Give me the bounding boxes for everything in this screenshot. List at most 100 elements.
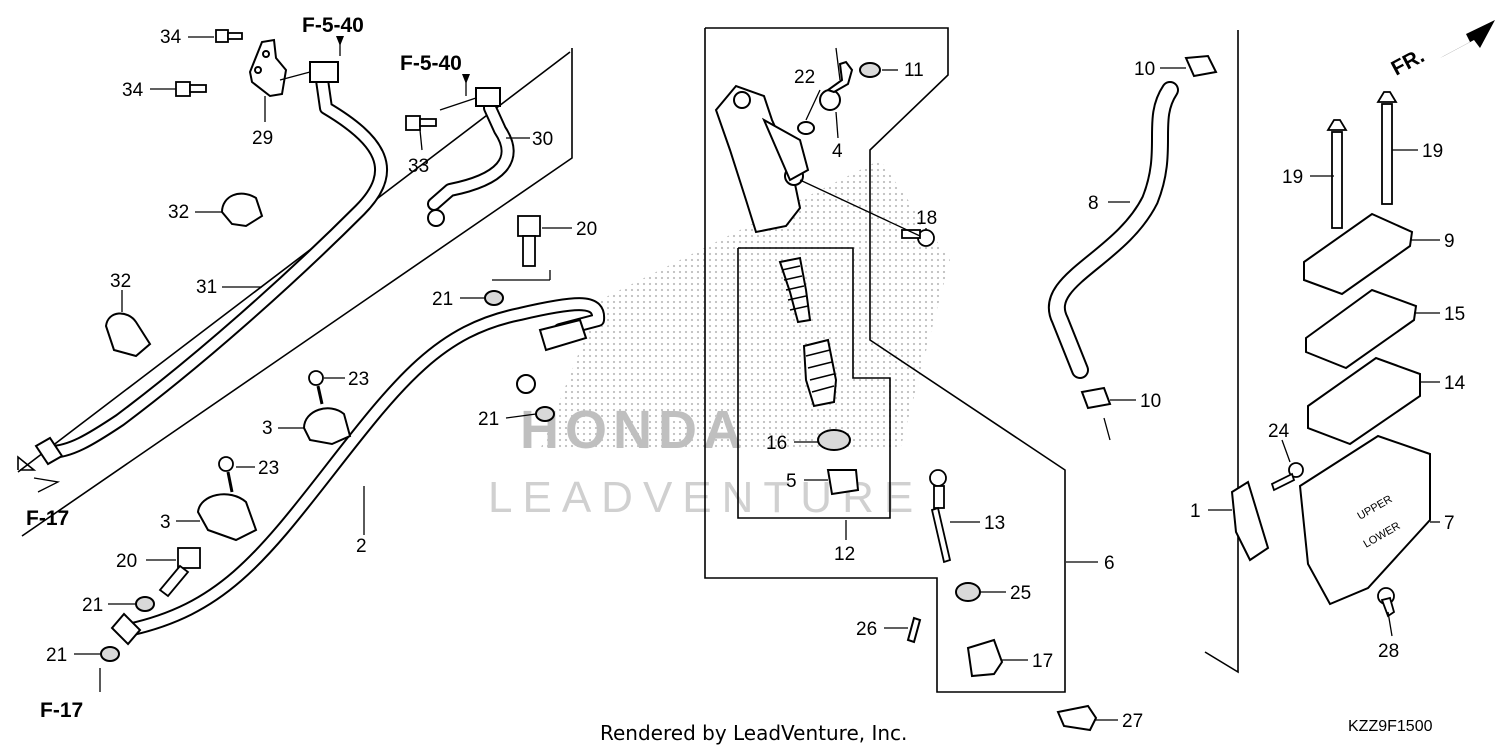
cross-references: F-5-40 F-5-40 F-17 F-17: [26, 14, 470, 722]
callout-31: 31: [196, 277, 217, 298]
section-divider-upper: [17, 455, 37, 471]
watermark: HONDA LEADVENTURE: [488, 160, 950, 522]
callout-1: 1: [1190, 501, 1201, 522]
group-frame-6: [704, 27, 1066, 693]
group-frame-12: [737, 247, 891, 519]
part-9-cover: [1303, 212, 1414, 296]
callout-12: 12: [834, 544, 855, 565]
part-8-reservoir-hose: [1048, 81, 1179, 379]
callout-14: 14: [1444, 373, 1466, 394]
part-2-brake-hose: [110, 297, 606, 646]
callout-9: 9: [1444, 231, 1455, 252]
callout-21-upper: 21: [432, 289, 453, 310]
ref-f-5-40-upper: F-5-40: [302, 14, 364, 37]
part-21-washer-4: [100, 646, 120, 662]
callout-27: 27: [1122, 711, 1143, 732]
callout-34-upper: 34: [160, 27, 182, 48]
callout-24: 24: [1268, 421, 1290, 442]
part-16-seal: [817, 429, 851, 451]
watermark-brand: HONDA: [520, 400, 748, 460]
part-10-clip-lower: [1080, 386, 1112, 410]
callout-5: 5: [786, 471, 797, 492]
part-30-brake-hose-short: [427, 87, 515, 227]
part-20-banjo-bolt-upper: [517, 215, 541, 267]
callout-32-lower: 32: [110, 271, 131, 292]
leader-lines: [33, 36, 1440, 721]
part-26-pin: [906, 616, 922, 644]
callout-3-lower: 3: [160, 512, 171, 533]
part-21-washer-3: [135, 596, 155, 612]
part-31-brake-hose: [34, 61, 388, 466]
ref-f-17-lower: F-17: [40, 699, 83, 722]
part-15-plate: [1305, 288, 1418, 370]
part-5-boot: [826, 469, 860, 496]
part-11-seal: [859, 62, 881, 78]
front-direction-indicator: FR.: [1388, 20, 1495, 80]
part-12-piston-spring: [778, 256, 812, 324]
part-1-cap: [1230, 480, 1270, 562]
part-34-bolt-upper: [215, 29, 243, 43]
callout-6: 6: [1104, 553, 1115, 574]
part-34-bolt-lower: [175, 81, 207, 97]
part-13-push-rod: [929, 469, 952, 564]
part-4-fitting: [819, 60, 854, 111]
callout-4: 4: [832, 141, 843, 162]
callout-19-right: 19: [1422, 141, 1443, 162]
part-32-clip-upper: [220, 192, 264, 228]
part-10-clip-upper: [1184, 54, 1218, 78]
callout-22: 22: [794, 67, 815, 88]
callout-2: 2: [356, 536, 367, 557]
callout-20-upper: 20: [576, 219, 597, 240]
part-21-washer-1: [484, 290, 504, 306]
part-14-diaphragm: [1307, 356, 1421, 446]
callout-20-lower: 20: [116, 551, 137, 572]
callout-8: 8: [1088, 193, 1099, 214]
callout-28: 28: [1378, 641, 1399, 662]
part-7-reservoir: [1298, 434, 1431, 606]
callout-21-bottom: 21: [46, 645, 67, 666]
callout-10-upper: 10: [1134, 59, 1155, 80]
ref-f-17-upper: F-17: [26, 507, 69, 530]
part-12-piston: [802, 338, 838, 408]
callout-25: 25: [1010, 583, 1031, 604]
callout-17: 17: [1032, 651, 1053, 672]
callout-34-lower: 34: [122, 80, 144, 101]
callout-16: 16: [766, 433, 787, 454]
part-33-bolt: [405, 115, 437, 131]
front-arrow-icon: [1440, 20, 1495, 58]
part-24-screw: [1270, 462, 1304, 492]
part-32-clip-lower: [104, 312, 152, 358]
ref-f-5-40-middle: F-5-40: [400, 52, 462, 75]
front-direction-label: FR.: [1388, 44, 1429, 80]
callout-26: 26: [856, 619, 877, 640]
group-frame-reservoir: [1204, 30, 1239, 674]
callout-30: 30: [532, 129, 553, 150]
callout-33: 33: [408, 156, 429, 177]
part-28-bolt: [1377, 587, 1396, 618]
callout-10-lower: 10: [1140, 391, 1161, 412]
part-29-bracket: [248, 38, 288, 98]
part-27-pin: [1056, 704, 1098, 732]
rendered-by-footer: Rendered by LeadVenture, Inc.: [600, 721, 907, 745]
section-divider-line-1: [17, 51, 571, 473]
callout-29: 29: [252, 128, 273, 149]
section-divider-line-2: [21, 48, 573, 537]
part-6-master-cylinder: [714, 84, 810, 234]
part-25-nut: [955, 582, 981, 602]
part-3-clamp-upper: [302, 407, 352, 446]
part-19-screws: [1326, 91, 1398, 229]
callout-21-lower: 21: [82, 595, 103, 616]
callouts: 34 34 29 33 30 32 31 32 23 3 23 3 20 21 …: [46, 27, 1466, 732]
callout-15: 15: [1444, 304, 1465, 325]
callout-18: 18: [916, 208, 937, 229]
part-17-joint: [966, 638, 1004, 678]
callout-23-upper: 23: [348, 369, 369, 390]
callout-32-upper: 32: [168, 202, 189, 223]
part-21-washer-2: [535, 406, 555, 422]
part-23-screw-upper: [308, 370, 324, 405]
callout-23-lower: 23: [258, 458, 279, 479]
callout-19-left: 19: [1282, 167, 1303, 188]
part-23-screw-lower: [218, 456, 234, 493]
part-20-banjo-bolt-lower: [158, 547, 201, 598]
diagram-code: KZZ9F1500: [1348, 718, 1433, 735]
